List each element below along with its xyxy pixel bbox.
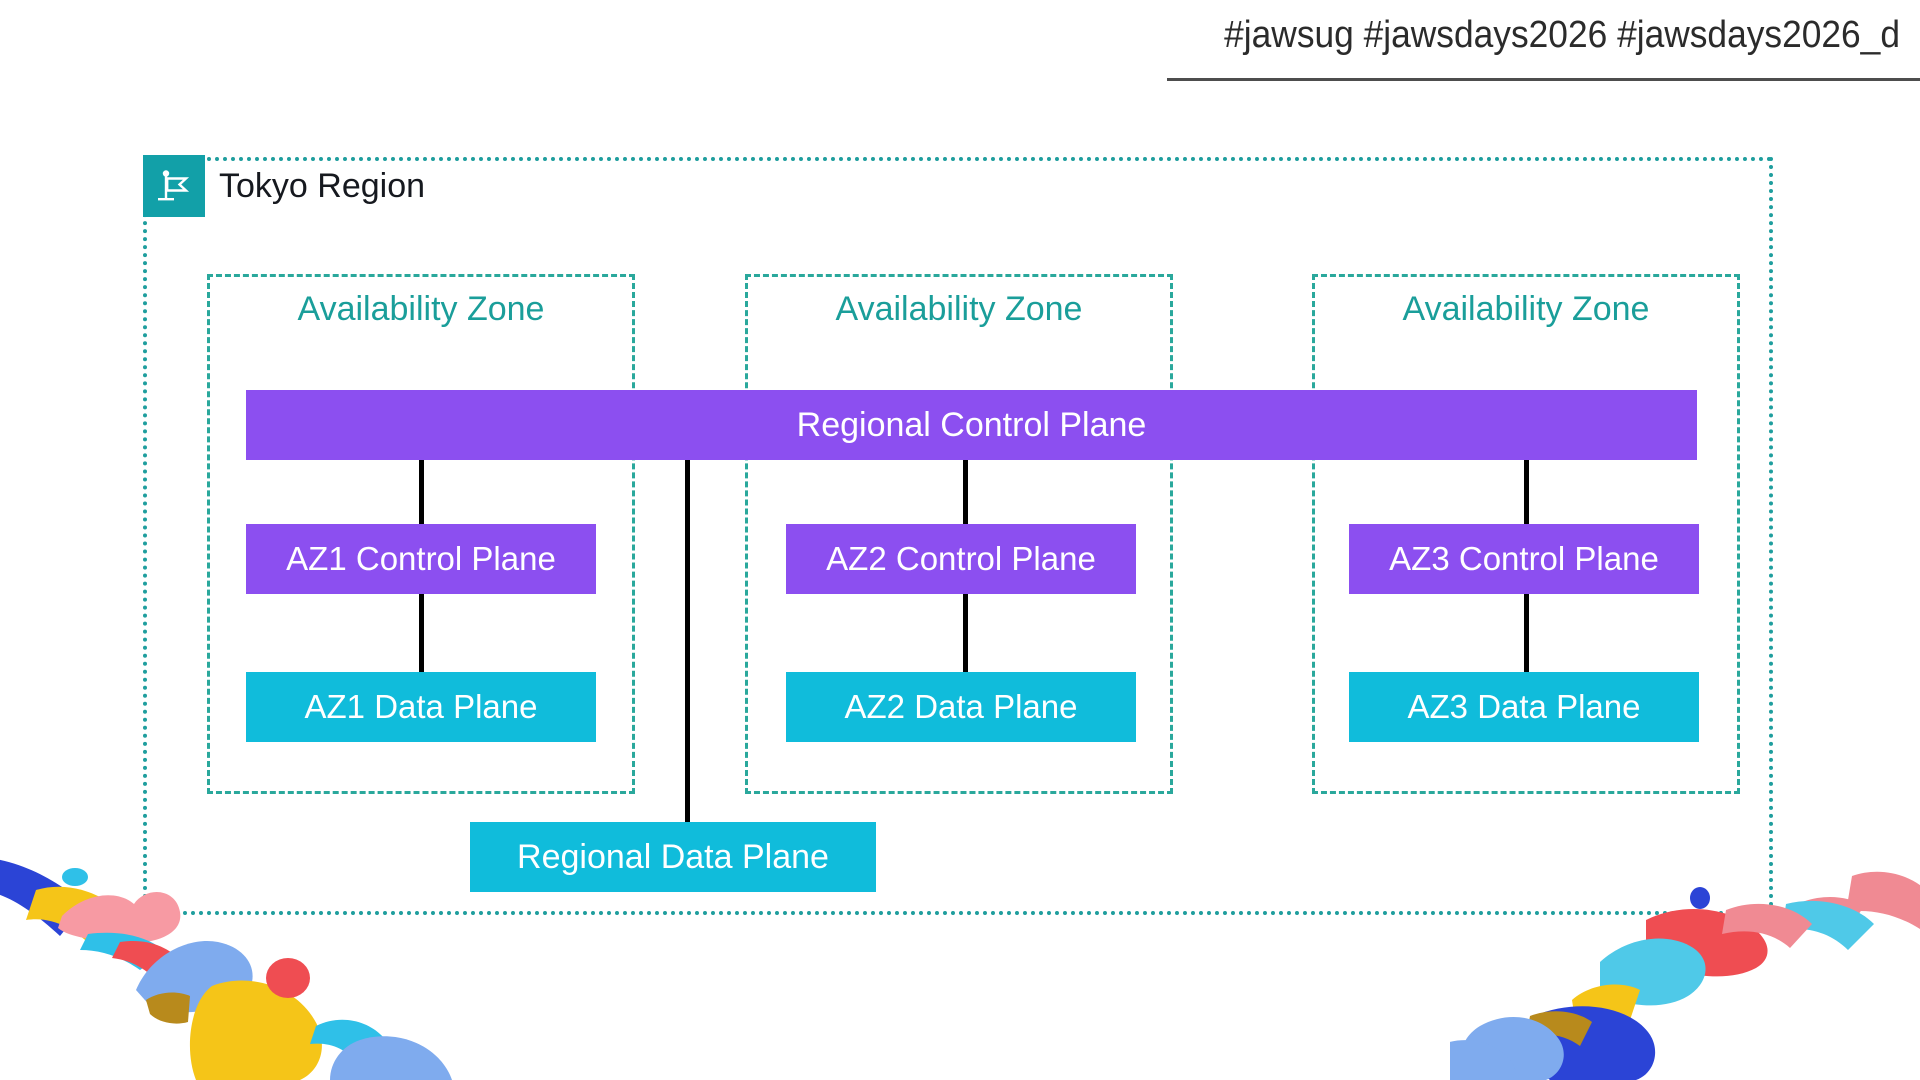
availability-zone-3-container [1312,274,1740,794]
connector-regional-control-to-az1-control [419,452,424,540]
header-hashtags: #jawsug #jawsdays2026 #jawsdays2026_d [1100,14,1900,57]
az2-control-plane-box: AZ2 Control Plane [786,524,1136,594]
region-title: Tokyo Region [219,166,426,205]
az1-control-plane-box: AZ1 Control Plane [246,524,596,594]
availability-zone-1-container [207,274,635,794]
connector-az3-control-to-az3-data [1524,592,1529,672]
az3-control-plane-box: AZ3 Control Plane [1349,524,1699,594]
connector-regional-control-to-az3-control [1524,452,1529,540]
hashtag-text: #jawsug #jawsdays2026 #jawsdays2026_d [1224,14,1900,56]
az1-data-plane-box: AZ1 Data Plane [246,672,596,742]
availability-zone-1-label: Availability Zone [297,290,545,328]
region-flag-icon [143,155,205,217]
regional-control-plane-box: Regional Control Plane [246,390,1697,460]
availability-zone-3-label: Availability Zone [1402,290,1650,328]
connector-regional-control-to-regional-data [685,452,690,822]
connector-az2-control-to-az2-data [963,592,968,672]
az3-data-plane-box: AZ3 Data Plane [1349,672,1699,742]
az2-data-plane-box: AZ2 Data Plane [786,672,1136,742]
availability-zone-2-label: Availability Zone [835,290,1083,328]
connector-az1-control-to-az1-data [419,592,424,672]
tokyo-region-container [143,157,1773,915]
availability-zone-2-container [745,274,1173,794]
region-label-group: Tokyo Region [143,155,425,217]
connector-regional-control-to-az2-control [963,452,968,540]
regional-data-plane-box: Regional Data Plane [470,822,876,892]
header-divider-line [1167,78,1920,81]
